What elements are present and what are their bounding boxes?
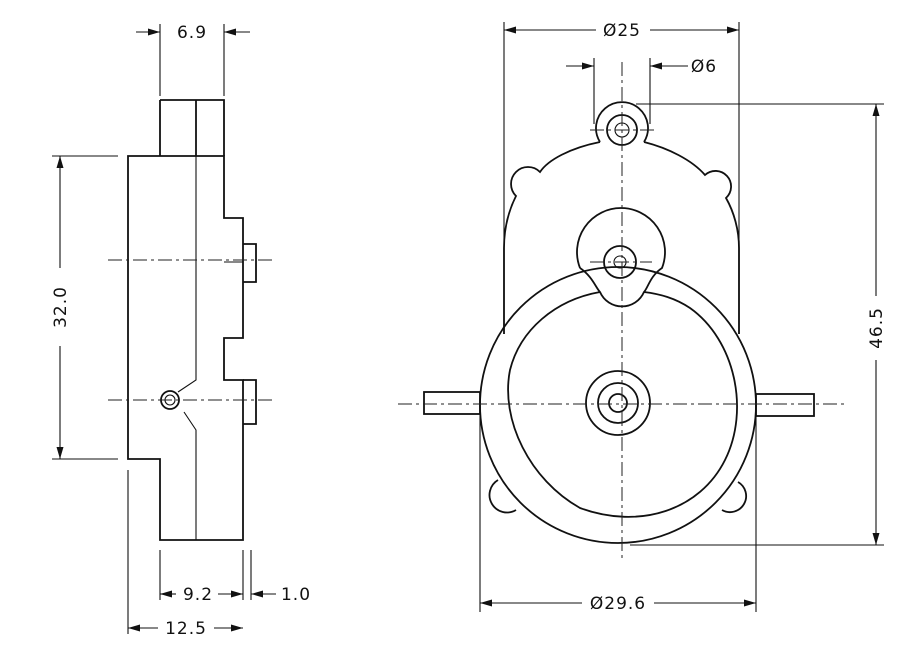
shaft-ring xyxy=(597,382,639,424)
shaft-outer xyxy=(585,370,651,436)
dim-9-2: 9.2 xyxy=(183,585,213,605)
bottom-lug-right xyxy=(721,481,747,513)
top-lug xyxy=(595,101,649,143)
front-view: Ø25 Ø6 46.5 Ø29.6 xyxy=(398,21,887,614)
dim-6-9: 6.9 xyxy=(177,23,207,43)
side-top-stub xyxy=(159,99,225,156)
dim-32-0: 32.0 xyxy=(51,286,71,328)
dim-dia-6: Ø6 xyxy=(691,57,717,77)
side-boss-upper xyxy=(243,243,257,283)
shaft-hole xyxy=(608,393,628,413)
side-view: 6.9 32.0 9.2 1.0 12.5 xyxy=(51,23,311,639)
side-body-outline xyxy=(127,155,244,541)
dim-dia-29-6: Ø29.6 xyxy=(590,594,646,614)
dim-46-5: 46.5 xyxy=(867,307,887,349)
side-boss-lower xyxy=(243,379,257,425)
pin-right xyxy=(755,393,815,417)
gear-inner-contour xyxy=(507,291,738,518)
dim-12-5: 12.5 xyxy=(165,619,207,639)
gear-outer-circle xyxy=(479,266,757,544)
dim-1-0: 1.0 xyxy=(281,585,311,605)
bottom-lug-left xyxy=(488,479,517,514)
housing-outline xyxy=(503,141,740,334)
pin-left xyxy=(423,391,481,415)
dim-dia-25: Ø25 xyxy=(603,21,641,41)
middle-boss xyxy=(576,207,666,308)
